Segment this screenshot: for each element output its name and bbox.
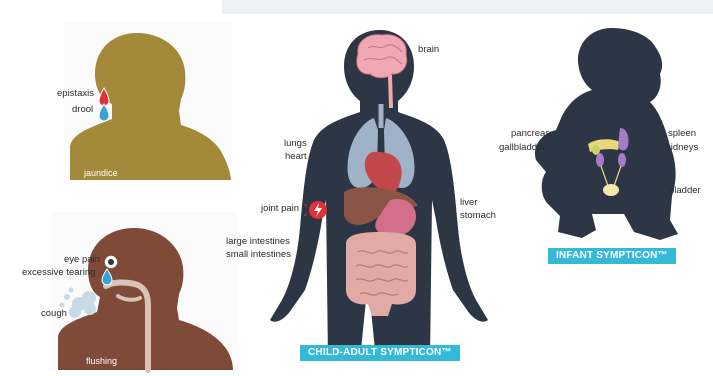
spinal-cord bbox=[390, 75, 391, 108]
liver-label: liver bbox=[460, 197, 477, 208]
infant-banner: INFANT SYMPTICON™ bbox=[548, 248, 676, 264]
drool-label: drool bbox=[72, 104, 93, 115]
infant-figure bbox=[535, 28, 678, 240]
gallbladder-label: gallbladder bbox=[499, 142, 545, 153]
eye-pain-label: eye pain bbox=[64, 254, 100, 265]
bladder-label: bladder bbox=[669, 185, 701, 196]
flushing-caption: flushing bbox=[86, 356, 117, 366]
excessive-tearing-label: excessive tearing bbox=[22, 267, 95, 278]
heart-label: heart bbox=[285, 151, 307, 162]
stomach-label: stomach bbox=[460, 210, 496, 221]
right-kidney bbox=[618, 153, 626, 167]
jaundice-caption: jaundice bbox=[84, 168, 118, 178]
left-kidney bbox=[596, 153, 604, 167]
adult-figure bbox=[270, 30, 488, 360]
kidneys-label: kidneys bbox=[666, 142, 698, 153]
infant-silhouette bbox=[535, 28, 678, 240]
jaundice-panel bbox=[64, 22, 232, 180]
cough-label: cough bbox=[41, 308, 67, 319]
child-adult-banner: CHILD-ADULT SYMPTICON™ bbox=[300, 345, 460, 361]
lungs-label: lungs bbox=[284, 138, 307, 149]
bladder-organ bbox=[603, 184, 619, 196]
small-intestines-label: small intestines bbox=[226, 249, 291, 260]
large-intestines-label: large intestines bbox=[226, 236, 290, 247]
brain-label: brain bbox=[418, 44, 439, 55]
joint-pain-label: joint pain bbox=[261, 203, 299, 214]
flushing-panel bbox=[52, 212, 238, 370]
brain-organ bbox=[357, 35, 407, 78]
spleen-label: spleen bbox=[668, 128, 696, 139]
epistaxis-label: epistaxis bbox=[57, 88, 94, 99]
pancreas-label: pancreas bbox=[511, 128, 550, 139]
